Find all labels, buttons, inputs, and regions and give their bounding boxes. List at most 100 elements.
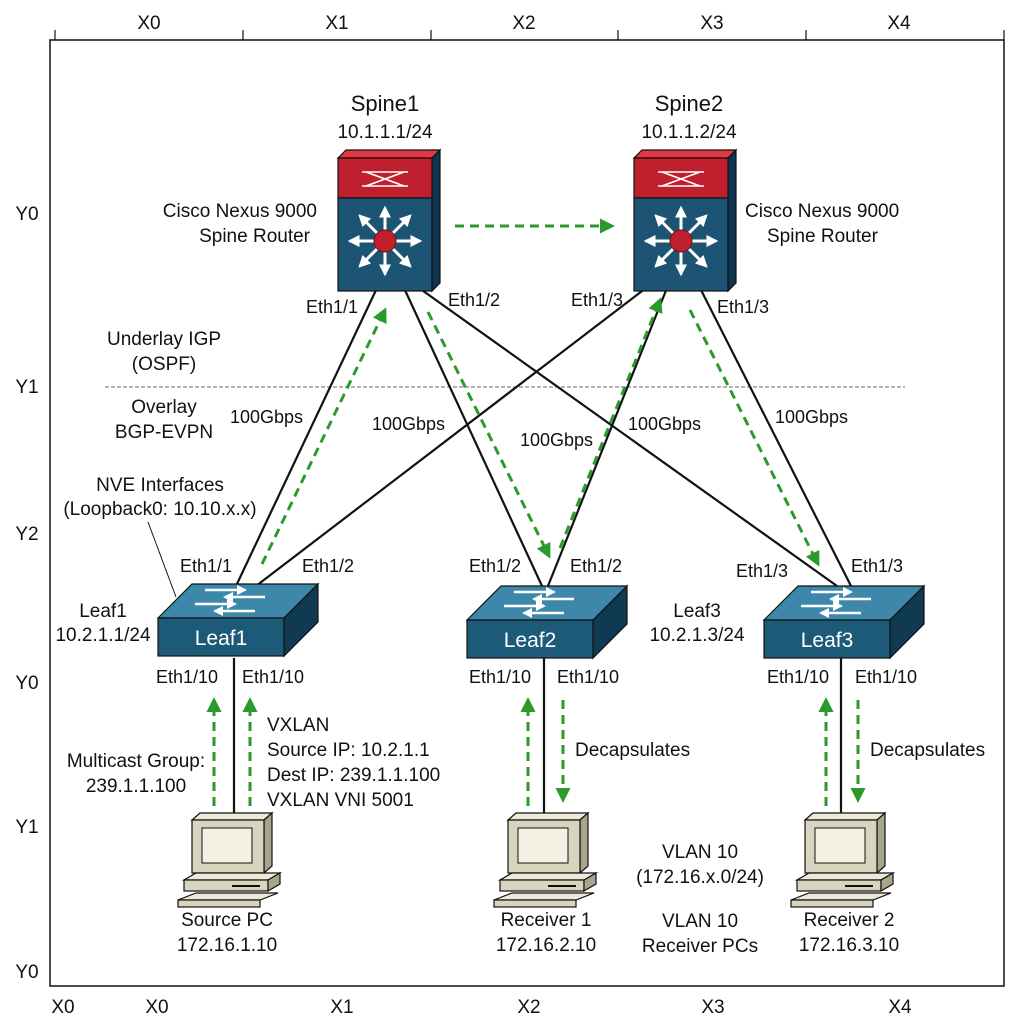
link-speed-2: 100Gbps bbox=[372, 414, 445, 434]
link-spine1-leaf2 bbox=[403, 287, 543, 587]
leaf1-switch-label: Leaf1 bbox=[195, 627, 248, 650]
vxlan-info-line2: Source IP: 10.2.1.1 bbox=[267, 740, 430, 761]
multicast-label-line2: 239.1.1.100 bbox=[86, 776, 186, 797]
leaf3-port-up-right: Eth1/3 bbox=[851, 556, 903, 576]
spine1-model-line2: Spine Router bbox=[199, 226, 311, 247]
spine2-ip: 10.1.1.2/24 bbox=[641, 122, 737, 143]
leaf2-switch-label: Leaf2 bbox=[504, 629, 557, 652]
grid-row-y2: Y2 bbox=[15, 524, 38, 545]
leaf1-port-down-right: Eth1/10 bbox=[242, 667, 304, 687]
nve-label-line2: (Loopback0: 10.10.x.x) bbox=[63, 499, 256, 520]
link-speed-5: 100Gbps bbox=[775, 407, 848, 427]
link-speed-1: 100Gbps bbox=[230, 407, 303, 427]
grid-col-bottom-x3: X3 bbox=[701, 997, 724, 1018]
grid-col-bottom-x1: X1 bbox=[330, 997, 353, 1018]
leaf1-port-up-left: Eth1/1 bbox=[180, 556, 232, 576]
vlan-label-line3: VLAN 10 bbox=[662, 911, 738, 932]
leaf2-port-up-left: Eth1/2 bbox=[469, 556, 521, 576]
spine2-model-line2: Spine Router bbox=[767, 226, 879, 247]
grid-col-top-x1: X1 bbox=[325, 13, 348, 34]
spine1-name: Spine1 bbox=[351, 91, 420, 116]
link-spine1-leaf1 bbox=[235, 287, 378, 587]
grid-col-top-x3: X3 bbox=[700, 13, 723, 34]
grid-row-y1-top: Y1 bbox=[15, 377, 38, 398]
overlay-label-line2: BGP-EVPN bbox=[115, 422, 213, 443]
link-spine2-leaf3 bbox=[699, 287, 852, 587]
vlan-label-line4: Receiver PCs bbox=[642, 936, 758, 957]
vxlan-info-line4: VXLAN VNI 5001 bbox=[267, 790, 414, 811]
spine1-model-line1: Cisco Nexus 9000 bbox=[163, 201, 317, 222]
grid-col-top-x0: X0 bbox=[137, 13, 160, 34]
leaf3-port-down-right: Eth1/10 bbox=[855, 667, 917, 687]
vxlan-info-line3: Dest IP: 239.1.1.100 bbox=[267, 765, 440, 786]
vxlan-info-line1: VXLAN bbox=[267, 715, 329, 736]
grid-col-bottom-x4: X4 bbox=[888, 997, 912, 1018]
receiver1-ip: 172.16.2.10 bbox=[496, 935, 596, 956]
link-spine1-leaf3 bbox=[418, 287, 838, 587]
leaf1-name-label: Leaf1 bbox=[79, 601, 127, 622]
grid-col-bottom-x0a: X0 bbox=[51, 997, 74, 1018]
leaf1-switch-icon[interactable] bbox=[156, 582, 320, 658]
link-speed-4: 100Gbps bbox=[628, 414, 701, 434]
leaf3-port-down-left: Eth1/10 bbox=[767, 667, 829, 687]
multicast-label-line1: Multicast Group: bbox=[67, 751, 205, 772]
spine2-name: Spine2 bbox=[655, 91, 724, 116]
leaf2-port-down-left: Eth1/10 bbox=[469, 667, 531, 687]
spine1-router-icon[interactable] bbox=[336, 148, 442, 293]
leaf2-port-down-right: Eth1/10 bbox=[557, 667, 619, 687]
flow-spine1-to-leaf2 bbox=[426, 311, 551, 559]
spine2-port-left: Eth1/3 bbox=[571, 290, 623, 310]
leaf2-port-up-right: Eth1/2 bbox=[570, 556, 622, 576]
source-pc-ip: 172.16.1.10 bbox=[177, 935, 277, 956]
spine1-port-left: Eth1/1 bbox=[306, 297, 358, 317]
source-pc-name: Source PC bbox=[181, 910, 273, 931]
receiver2-name: Receiver 2 bbox=[804, 910, 895, 931]
grid-col-bottom-x0b: X0 bbox=[145, 997, 168, 1018]
leaf3-port-up-left: Eth1/3 bbox=[736, 561, 788, 581]
source-pc-icon[interactable] bbox=[177, 811, 283, 908]
grid-col-top-x2: X2 bbox=[512, 13, 535, 34]
flow-leaf1-to-spine1 bbox=[260, 307, 387, 565]
grid-row-y0-mid: Y0 bbox=[15, 673, 38, 694]
spine1-ip: 10.1.1.1/24 bbox=[337, 122, 433, 143]
grid-row-y0-top: Y0 bbox=[15, 204, 38, 225]
leaf3-name-label: Leaf3 bbox=[673, 601, 721, 622]
leaf2-switch-icon[interactable] bbox=[465, 584, 629, 660]
grid-col-bottom-x2: X2 bbox=[517, 997, 540, 1018]
grid-col-top-x4: X4 bbox=[887, 13, 911, 34]
link-spine2-leaf2 bbox=[546, 287, 669, 587]
overlay-label-line1: Overlay bbox=[131, 397, 197, 418]
nve-label-line1: NVE Interfaces bbox=[96, 475, 224, 496]
leaf3-switch-icon[interactable] bbox=[762, 584, 926, 660]
grid-row-y1-bottom: Y1 bbox=[15, 817, 38, 838]
receiver2-pc-icon[interactable] bbox=[790, 811, 896, 908]
multicast-flow bbox=[206, 218, 866, 806]
underlay-label-line2: (OSPF) bbox=[132, 354, 196, 375]
leaf1-port-up-right: Eth1/2 bbox=[302, 556, 354, 576]
leaf1-ip: 10.2.1.1/24 bbox=[55, 625, 151, 646]
link-spine2-leaf1 bbox=[255, 287, 647, 587]
receiver2-decap-label: Decapsulates bbox=[870, 740, 985, 761]
diagram-frame bbox=[49, 39, 1005, 987]
leaf3-switch-label: Leaf3 bbox=[801, 629, 854, 652]
grid-ticks bbox=[54, 30, 1005, 40]
grid-row-y0-bottom: Y0 bbox=[15, 962, 38, 983]
underlay-label-line1: Underlay IGP bbox=[107, 329, 221, 350]
receiver1-decap-label: Decapsulates bbox=[575, 740, 690, 761]
vlan-label-line1: VLAN 10 bbox=[662, 842, 738, 863]
physical-links bbox=[232, 287, 852, 818]
flow-spine2-to-leaf3 bbox=[688, 309, 820, 567]
spine2-router-icon[interactable] bbox=[632, 148, 738, 293]
nve-callout-line bbox=[147, 521, 177, 598]
receiver2-ip: 172.16.3.10 bbox=[799, 935, 899, 956]
spine2-model-line1: Cisco Nexus 9000 bbox=[745, 201, 899, 222]
link-speed-3: 100Gbps bbox=[520, 430, 593, 450]
receiver1-name: Receiver 1 bbox=[501, 910, 592, 931]
leaf3-ip: 10.2.1.3/24 bbox=[649, 625, 745, 646]
spine2-port-right: Eth1/3 bbox=[717, 297, 769, 317]
vlan-label-line2: (172.16.x.0/24) bbox=[636, 867, 764, 888]
spine1-port-right: Eth1/2 bbox=[448, 290, 500, 310]
leaf1-port-down-left: Eth1/10 bbox=[156, 667, 218, 687]
receiver1-pc-icon[interactable] bbox=[493, 811, 599, 908]
